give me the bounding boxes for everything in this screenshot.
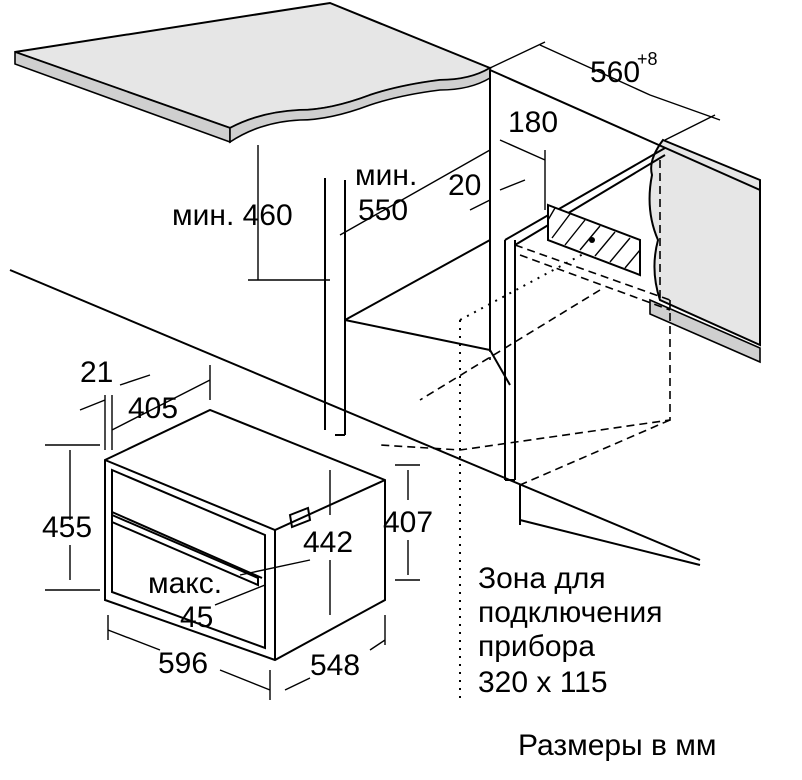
dim-inner-depth: 405 (128, 392, 178, 425)
dim-front-offset: 21 (80, 356, 113, 389)
dim-min-depth-label: мин. (355, 159, 417, 192)
dim-min-height: мин. 460 (172, 199, 293, 232)
dim-back-gap: 20 (448, 169, 481, 202)
dim-max-label: макс. (148, 567, 222, 600)
dim-wall-gap: 180 (508, 106, 558, 139)
dim-inner-height: 442 (303, 526, 353, 559)
units-note: Размеры в мм (518, 729, 717, 762)
dim-width: 596 (158, 647, 208, 680)
dimension-lines (45, 41, 721, 700)
connection-zone-line-3: прибора (478, 630, 595, 663)
countertop-left (14, 1, 493, 144)
connection-zone-line-1: Зона для (478, 562, 606, 595)
dim-niche-width: 560 (590, 56, 640, 89)
dim-min-depth: 550 (358, 194, 408, 227)
dim-height: 455 (42, 511, 92, 544)
cabinet-lines (9, 69, 761, 700)
dim-body-height: 407 (383, 506, 433, 539)
dim-max-value: 45 (180, 601, 213, 634)
dim-depth: 548 (310, 649, 360, 682)
countertop-right (648, 138, 761, 364)
oven (104, 408, 386, 662)
connection-zone-line-2: подключения (478, 596, 662, 629)
dim-niche-tolerance: +8 (637, 49, 658, 69)
connection-zone-line-4: 320 x 115 (478, 666, 608, 699)
